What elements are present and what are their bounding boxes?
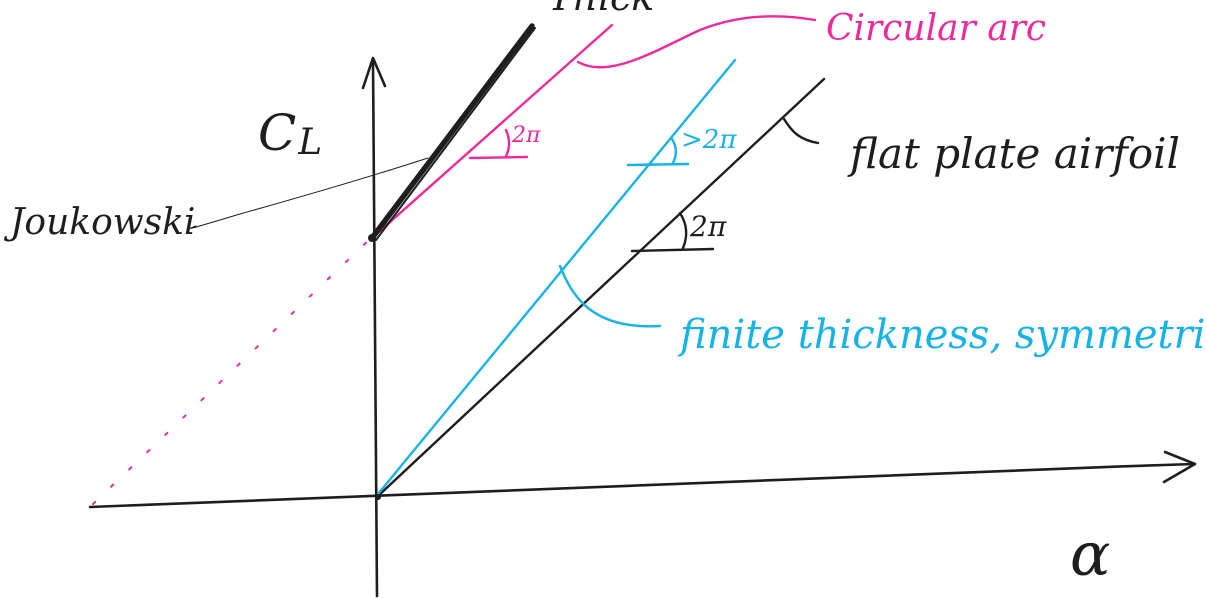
finite-thickness-slope-label: >2π	[681, 125, 737, 155]
y-axis-label: CL	[258, 104, 322, 163]
zero-lift-point	[368, 234, 376, 242]
flat-plate-label: flat plate airfoil	[847, 129, 1180, 178]
finite-thickness-line	[376, 58, 737, 496]
finite-thickness-series	[376, 58, 737, 496]
thick-label: Thick	[548, 0, 654, 19]
y-axis-arrowhead	[361, 56, 387, 90]
origin-point	[375, 494, 381, 500]
circular-arc-slope-label: 2π	[511, 123, 541, 148]
circular-arc-slope-tick	[468, 155, 529, 160]
thick-joukowski-series	[189, 23, 536, 241]
circular-arc-label: Circular arc	[826, 8, 1046, 49]
flat-plate-slope-tick	[630, 247, 715, 253]
circular-arc-leader	[576, 15, 817, 69]
zero-lift-dotted-extension	[92, 236, 373, 505]
circular-arc-slope-arc	[504, 128, 511, 158]
circular-arc-line	[370, 23, 614, 240]
y-axis-line	[371, 60, 379, 598]
finite-thickness-slope-tick	[626, 162, 690, 167]
finite-thickness-label: finite thickness, symmetric	[677, 312, 1207, 358]
flat-plate-leader	[782, 117, 820, 145]
thick-joukowski-line	[369, 23, 535, 241]
x-axis-line	[88, 462, 1196, 509]
finite-thickness-leader	[558, 264, 662, 328]
flat-plate-series	[376, 77, 826, 498]
joukowski-label: Joukowski	[3, 202, 195, 243]
thick-joukowski-line-outline	[375, 27, 536, 241]
x-axis-label: α	[1070, 520, 1111, 590]
flat-plate-line	[376, 77, 826, 498]
flat-plate-slope-label: 2π	[689, 210, 727, 243]
y-axis-label-subscript: L	[297, 122, 322, 163]
x-axis-arrowhead	[1162, 450, 1197, 484]
flat-plate-slope-arc	[678, 211, 688, 250]
axes	[88, 56, 1197, 598]
finite-thickness-slope-arc	[670, 137, 678, 165]
circular-arc-series	[370, 15, 817, 240]
joukowski-leader	[189, 157, 429, 229]
